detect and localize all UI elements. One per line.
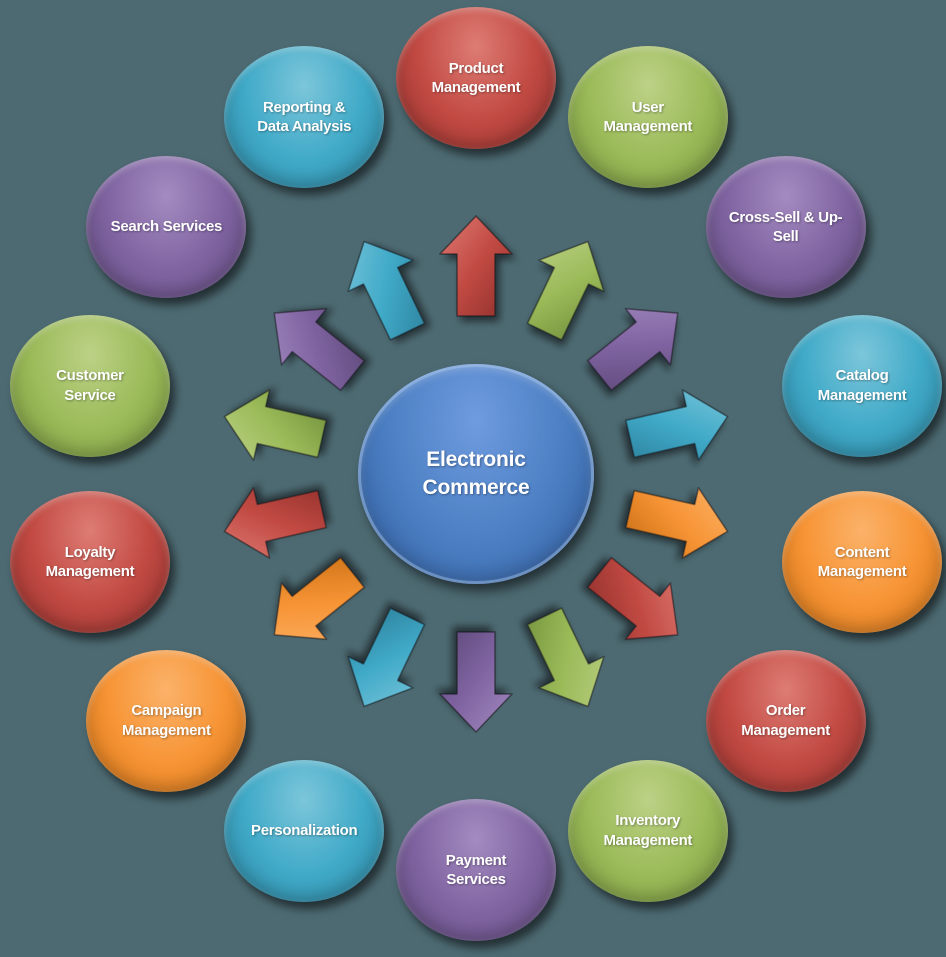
node-label-user-management: User Management <box>603 98 693 136</box>
node-label-payment-services: Payment Services <box>445 851 507 889</box>
center-node-electronic-commerce: Electronic Commerce <box>358 364 594 584</box>
node-label-catalog-management: Catalog Management <box>817 367 907 404</box>
node-label-personalization: Personalization <box>251 822 358 840</box>
arrow-content-management <box>625 487 729 559</box>
center-label-line2: Commerce <box>422 476 530 499</box>
arrow-payment-services <box>439 631 513 733</box>
arrow-user-management <box>526 240 605 341</box>
node-catalog-management: Catalog Management <box>782 314 943 457</box>
node-label-customer-service: Customer Service <box>56 367 124 404</box>
arrow-catalog-management <box>625 389 729 461</box>
node-user-management: User Management <box>567 46 728 189</box>
node-cross-sell-up-sell: Cross-Sell & Up-Sell <box>705 156 866 299</box>
node-reporting-data-analysis: Reporting & Data Analysis <box>224 46 385 189</box>
node-label-order-management: Order Management <box>741 702 830 739</box>
arrow-campaign-management <box>273 556 366 641</box>
node-label-content-management: Content Management <box>817 543 907 581</box>
arrow-customer-service <box>223 389 327 461</box>
node-inventory-management: Inventory Management <box>567 759 728 902</box>
node-campaign-management: Campaign Management <box>86 649 247 792</box>
arrow-order-management <box>586 556 679 641</box>
node-personalization: Personalization <box>224 759 385 902</box>
node-label-inventory-management: Inventory Management <box>603 812 693 849</box>
arrow-reporting-data-analysis <box>347 240 426 341</box>
node-label-cross-sell-up-sell: Cross-Sell & Up-Sell <box>728 208 843 246</box>
node-product-management: Product Management <box>396 7 556 149</box>
arrow-product-management <box>439 215 513 317</box>
node-loyalty-management: Loyalty Management <box>9 491 170 634</box>
center-label: Electronic Commerce <box>423 446 530 503</box>
node-label-reporting-data-analysis: Reporting & Data Analysis <box>257 98 352 136</box>
arrow-personalization <box>347 607 426 708</box>
node-label-campaign-management: Campaign Management <box>122 702 211 739</box>
arrow-inventory-management <box>526 607 605 708</box>
node-search-services: Search Services <box>86 156 247 299</box>
node-order-management: Order Management <box>705 649 866 792</box>
center-label-line1: Electronic <box>426 447 526 471</box>
node-customer-service: Customer Service <box>9 314 170 457</box>
arrow-search-services <box>273 307 366 392</box>
node-label-product-management: Product Management <box>431 59 521 97</box>
node-label-search-services: Search Services <box>110 218 223 236</box>
node-content-management: Content Management <box>782 491 943 634</box>
node-payment-services: Payment Services <box>396 799 556 941</box>
arrow-cross-sell-up-sell <box>586 307 679 392</box>
arrow-loyalty-management <box>223 487 327 559</box>
node-label-loyalty-management: Loyalty Management <box>45 543 135 581</box>
